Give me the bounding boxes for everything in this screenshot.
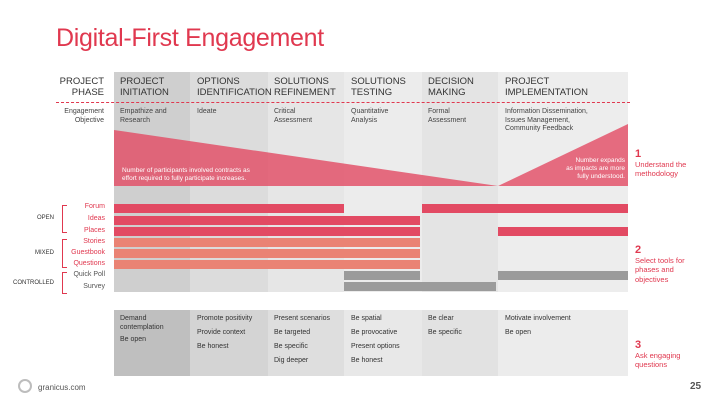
tool-stories: Stories <box>83 238 105 245</box>
questions-box-refinement <box>268 310 344 376</box>
objective-options: Ideate <box>197 108 217 115</box>
bar-quick-poll-b <box>498 271 628 280</box>
bar-forum-a <box>114 204 344 213</box>
step-3-number: 3 <box>635 339 642 351</box>
questions-box-options <box>190 310 268 376</box>
page-title: Digital-First Engagement <box>56 24 324 52</box>
questions-box-initiation <box>114 310 190 376</box>
question-implementation-2: Be open <box>505 329 532 336</box>
expanding-wedge <box>498 124 628 186</box>
footer-brand[interactable]: granicus.com <box>38 383 86 392</box>
group-open-bracket <box>62 205 67 233</box>
question-refinement-4: Dig deeper <box>274 357 309 364</box>
header-divider <box>56 102 630 103</box>
project-phase-label: PROJECT PHASE <box>59 76 104 98</box>
phase-options-header: OPTIONS IDENTIFICATION <box>197 76 272 98</box>
question-initiation-1: Demand contemplation <box>120 315 164 331</box>
question-options-1: Promote positivity <box>197 315 253 322</box>
bar-guestbook <box>114 249 420 258</box>
step-1-number: 1 <box>635 148 642 160</box>
tool-forum: Forum <box>84 203 105 210</box>
question-decision-2: Be specific <box>428 329 462 336</box>
phase-initiation-header: PROJECT INITIATION <box>120 76 169 98</box>
funnel-note-left: Number of participants involved contract… <box>122 167 250 182</box>
questions-box-decision <box>422 310 498 376</box>
bar-ideas <box>114 216 420 225</box>
bar-survey <box>344 282 496 291</box>
objective-refinement: Critical Assessment <box>274 108 313 124</box>
engagement-objective-label: Engagement Objective <box>64 108 104 124</box>
objective-initiation: Empathize and Research <box>120 108 167 124</box>
group-controlled-label: CONTROLLED <box>12 280 54 286</box>
step-2-label: Select tools for phases and objectives <box>635 255 685 284</box>
objective-testing: Quantitative Analysis <box>351 108 389 124</box>
bar-forum-b <box>422 204 628 213</box>
group-open-label: OPEN <box>36 215 54 221</box>
group-mixed-bracket <box>62 239 67 268</box>
phase-decision-header: DECISION MAKING <box>428 76 474 98</box>
tool-guestbook: Guestbook <box>71 249 105 256</box>
questions-box-testing <box>344 310 422 376</box>
question-testing-3: Present options <box>351 343 400 350</box>
bar-stories <box>114 238 420 247</box>
funnel-note-right: Number expands as impacts are more fully… <box>566 157 625 180</box>
step-3-label: Ask engaging questions <box>635 350 681 370</box>
page-number: 25 <box>690 381 702 392</box>
objective-implementation: Information Dissemination, Issues Manage… <box>505 108 588 132</box>
group-mixed-label: MIXED <box>34 250 54 256</box>
group-controlled-bracket <box>62 272 67 294</box>
granicus-logo-icon <box>18 379 32 393</box>
tool-questions: Questions <box>73 260 105 267</box>
question-options-2: Provide context <box>197 329 246 336</box>
step-2: 2 Select tools for phases and objectives <box>635 244 685 284</box>
questions-box-implementation <box>498 310 628 376</box>
question-testing-1: Be spatial <box>351 315 382 322</box>
bar-places-b <box>498 227 628 236</box>
bar-quick-poll-a <box>344 271 420 280</box>
question-implementation-1: Motivate involvement <box>505 315 571 322</box>
step-3: 3 Ask engaging questions <box>635 339 681 370</box>
step-1: 1 Understand the methodology <box>635 148 687 179</box>
bar-places-a <box>114 227 420 236</box>
tool-places: Places <box>83 227 105 234</box>
tool-survey: Survey <box>83 283 105 290</box>
phase-testing-header: SOLUTIONS TESTING <box>351 76 406 98</box>
step-2-number: 2 <box>635 244 642 256</box>
bar-questions <box>114 260 420 269</box>
phase-implementation-header: PROJECT IMPLEMENTATION <box>505 76 589 98</box>
question-initiation-2: Be open <box>120 336 147 343</box>
step-1-label: Understand the methodology <box>635 159 687 179</box>
contracting-wedge <box>114 130 498 186</box>
question-options-3: Be honest <box>197 343 229 350</box>
tool-ideas: Ideas <box>87 215 105 222</box>
question-refinement-3: Be specific <box>274 343 308 350</box>
tool-quick-poll: Quick Poll <box>73 271 105 278</box>
question-testing-2: Be provocative <box>351 329 398 336</box>
question-decision-1: Be clear <box>428 315 454 322</box>
question-testing-4: Be honest <box>351 357 383 364</box>
question-refinement-2: Be targeted <box>274 329 311 336</box>
phase-refinement-header: SOLUTIONS REFINEMENT <box>274 76 336 98</box>
question-refinement-1: Present scenarios <box>274 315 331 322</box>
objective-decision: Formal Assessment <box>428 108 467 124</box>
